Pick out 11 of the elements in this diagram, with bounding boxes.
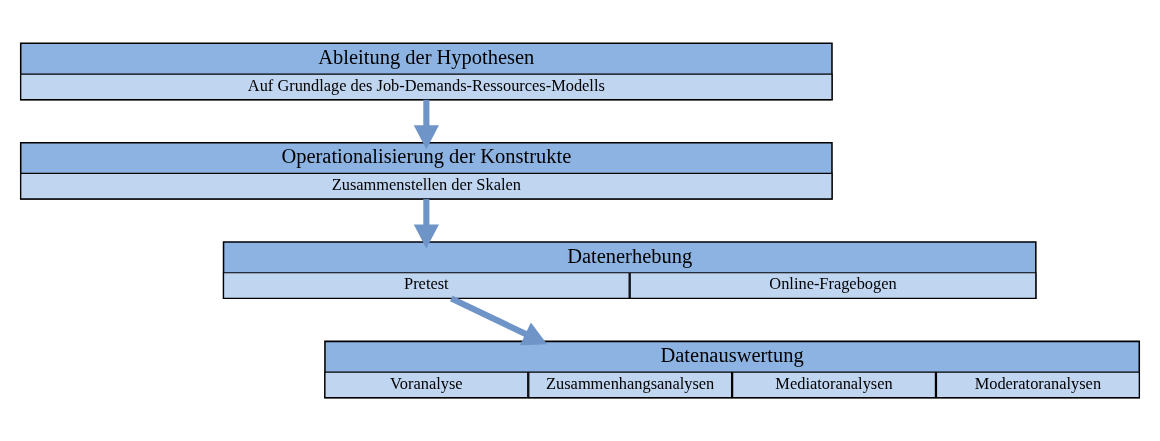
arrow: [450, 295, 548, 346]
node-box: Online-Fragebogen: [629, 272, 1037, 299]
node-box: Mediatoranalysen: [732, 371, 937, 399]
arrow: [413, 199, 439, 249]
node-box: Moderatoranalysen: [935, 371, 1140, 399]
node-box: Auf Grundlage des Job-Demands-Ressources-Modells: [20, 73, 833, 101]
node-box: Pretest: [222, 272, 630, 299]
node-box: Zusammenstellen der Skalen: [20, 172, 833, 200]
node-box: Voranalyse: [324, 371, 529, 399]
node-box: Zusammenhangsanalysen: [528, 371, 733, 399]
arrow: [413, 99, 439, 150]
